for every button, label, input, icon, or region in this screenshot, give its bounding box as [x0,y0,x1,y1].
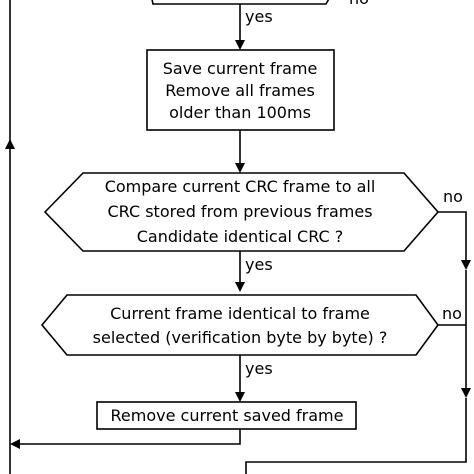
compare-crc-line-3: Candidate identical CRC ? [137,227,344,246]
compare-crc-line-2: CRC stored from previous frames [107,202,372,221]
save-frame-line-1: Save current frame [163,59,318,78]
compare-crc-line-1: Compare current CRC frame to all [105,177,376,196]
compare-yes-label: yes [245,255,273,274]
save-frame-line-2: Remove all frames [165,81,315,100]
verify-yes-label: yes [245,359,273,378]
top-decision-shape [151,0,330,5]
remove-frame-label: Remove current saved frame [111,406,344,425]
remove-frame-box [96,401,357,430]
arrowhead [235,40,245,50]
connector-bottom-right [245,398,467,474]
arrowhead [235,392,245,402]
verify-frame-line-2: selected (verification byte by byte) ? [93,328,388,347]
arrowhead [10,439,20,449]
arrowhead [461,260,471,270]
top-no-label: no [349,0,369,8]
connector-compare-no [438,211,467,260]
compare-no-label: no [443,187,463,206]
arrowhead [235,282,245,292]
verify-no-label: no [442,304,462,323]
verify-frame-line-1: Current frame identical to frame [110,304,370,323]
connector-remove-to-loop [20,429,241,445]
top-yes-label: yes [245,7,273,26]
arrowhead [235,163,245,173]
arrowhead [5,139,15,149]
arrowhead [461,388,471,398]
save-frame-line-3: older than 100ms [169,103,311,122]
